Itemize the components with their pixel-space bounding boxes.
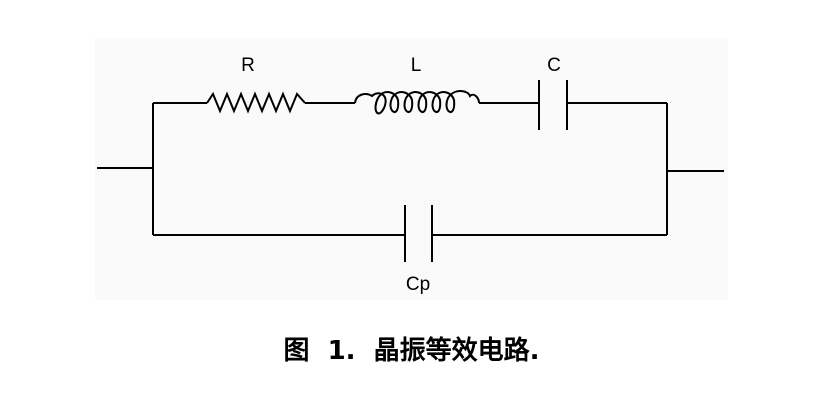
resistor-symbol [206, 91, 306, 114]
label-cp: Cp [406, 274, 430, 295]
diagram-background [95, 38, 728, 300]
label-c: C [547, 55, 561, 76]
inductor-symbol [354, 90, 480, 115]
label-r: R [241, 55, 255, 76]
label-l: L [411, 55, 422, 76]
figure-caption: 图 1. 晶振等效电路. [283, 336, 540, 366]
